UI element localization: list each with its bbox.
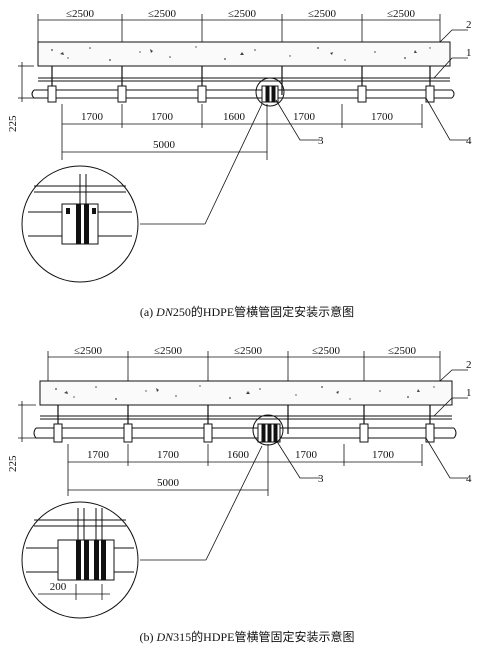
callout-4-b: 4: [466, 473, 472, 485]
spacing-label-a-1: ≤2500: [66, 8, 95, 20]
figure-b: ≤2500 ≤2500 ≤2500 ≤2500 ≤2500: [7, 345, 472, 644]
figure-a: ≤2500 ≤2500 ≤2500 ≤2500 ≤2500: [7, 8, 472, 319]
caption-b-prefix: (b): [139, 630, 156, 644]
pipe-clamps-a: [47, 85, 435, 103]
concrete-slab-b: [39, 380, 453, 406]
height-label-b: 225: [7, 455, 19, 472]
caption-a-rest: 250的HDPE管横管固定安装示意图: [173, 304, 354, 319]
spacing-label-b-5: ≤2500: [388, 345, 417, 357]
spacing-label-b-4: ≤2500: [312, 345, 341, 357]
hanger-rods-b: [57, 405, 431, 434]
spacing-label-a-3: ≤2500: [228, 8, 257, 20]
spacing-label-a-2: ≤2500: [148, 8, 177, 20]
segment-label-b-5: 1700: [372, 449, 395, 461]
slab-texture-a: [51, 46, 431, 61]
segment-label-a-4: 1700: [293, 111, 316, 123]
callout-1-b: 1: [466, 387, 472, 399]
detail-view-a: [21, 165, 139, 283]
height-dimension-a: [18, 62, 34, 102]
pipe-b: [33, 427, 457, 439]
callout-3-a: 3: [318, 135, 324, 147]
detail-dimension-b: 200: [50, 581, 67, 593]
slab-texture-b: [55, 385, 435, 400]
segment-label-a-1: 1700: [81, 111, 104, 123]
spacing-label-a-5: ≤2500: [387, 8, 416, 20]
support-rail-b: [40, 415, 452, 420]
total-label-b: 5000: [157, 477, 180, 489]
callout-3-b: 3: [318, 473, 324, 485]
spacing-label-a-4: ≤2500: [308, 8, 337, 20]
caption-a-italic: DN: [155, 305, 174, 319]
callout-2-b: 2: [466, 359, 472, 371]
callout-lines-a: [140, 29, 468, 225]
caption-b-italic: DN: [155, 630, 174, 644]
callout-2-a: 2: [466, 19, 472, 31]
segment-dimension-a: [61, 104, 423, 160]
callout-lines-b: [140, 369, 468, 561]
segment-label-b-3: 1600: [227, 449, 250, 461]
total-label-a: 5000: [153, 139, 176, 151]
callout-4-a: 4: [466, 135, 472, 147]
height-label-a: 225: [7, 115, 19, 132]
segment-label-b-4: 1700: [295, 449, 318, 461]
segment-label-a-2: 1700: [151, 111, 174, 123]
callout-1-a: 1: [466, 47, 472, 59]
segment-label-b-2: 1700: [157, 449, 180, 461]
spacing-dimension-b: [47, 351, 441, 381]
caption-a: (a) DN250的HDPE管横管固定安装示意图: [140, 304, 354, 319]
spacing-dimension-a: [37, 14, 441, 42]
concrete-slab-a: [37, 41, 451, 67]
segment-label-b-1: 1700: [87, 449, 110, 461]
caption-a-prefix: (a): [140, 305, 156, 319]
pipe-a: [31, 89, 455, 99]
caption-b-rest: 315的HDPE管横管固定安装示意图: [173, 629, 354, 644]
support-rail-a: [38, 77, 450, 82]
segment-label-a-3: 1600: [223, 111, 246, 123]
height-dimension-b: [18, 401, 36, 442]
fixed-support-a: [261, 85, 279, 103]
segment-dimension-b: [67, 444, 423, 496]
spacing-label-b-1: ≤2500: [74, 345, 103, 357]
pipe-clamps-b: [53, 423, 435, 443]
spacing-label-b-2: ≤2500: [154, 345, 183, 357]
segment-label-a-5: 1700: [371, 111, 394, 123]
caption-b: (b) DN315的HDPE管横管固定安装示意图: [139, 629, 354, 644]
detail-marker-a: [255, 77, 285, 107]
fixed-support-b: [257, 423, 281, 443]
spacing-label-b-3: ≤2500: [234, 345, 263, 357]
hanger-rods-a: [51, 66, 431, 95]
detail-view-b: 200: [21, 501, 139, 619]
